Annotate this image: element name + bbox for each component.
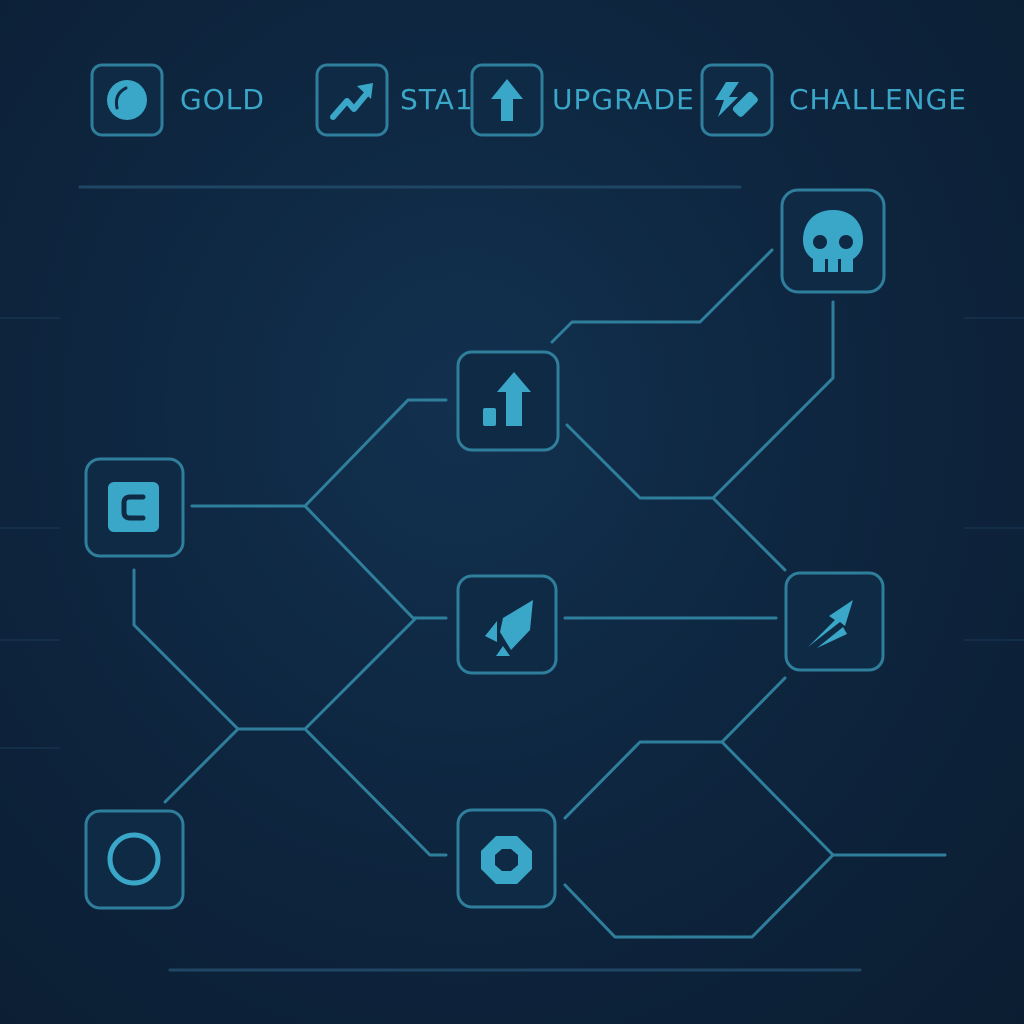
coin-icon: [90, 63, 164, 137]
path-junction-to-ring: [163, 727, 240, 804]
trending-up-icon: [315, 63, 389, 137]
path-c-to-rocket: [303, 504, 448, 620]
path-upgrade-to-boss: [550, 248, 774, 344]
path-merge-to-boss: [711, 300, 835, 500]
legend-label-upgrade: UPGRADE: [552, 83, 695, 116]
path-octagon-upper: [563, 676, 787, 820]
node-boss[interactable]: [780, 188, 886, 294]
path-junction-to-rocket: [303, 616, 418, 731]
arrow-up-icon: [470, 63, 544, 137]
background-grid: [0, 317, 1024, 749]
path-junction-to-octagon: [303, 727, 448, 857]
crossed-blades-icon: [700, 63, 774, 137]
legend-icons: [90, 63, 774, 137]
legend-label-sta1: STA1: [400, 83, 474, 116]
path-upgrade-to-stat: [565, 423, 787, 572]
path-connections: [132, 248, 947, 939]
legend-label-gold: GOLD: [180, 83, 265, 116]
legend-label-challenge: CHALLENGE: [789, 83, 967, 116]
node-stat[interactable]: [784, 571, 885, 672]
node-start-bottom[interactable]: [84, 809, 185, 910]
node-octagon[interactable]: [456, 808, 557, 909]
c-shape-icon: [108, 482, 159, 532]
ring-icon: [107, 832, 161, 886]
path-c-to-upgrade: [190, 398, 448, 508]
path-c-to-junction: [132, 568, 307, 731]
rocket-icon: [485, 600, 533, 656]
skull-icon: [803, 210, 863, 272]
path-octagon-hex: [563, 740, 835, 939]
node-start-left[interactable]: [84, 457, 185, 558]
node-rocket[interactable]: [456, 574, 558, 675]
node-upgrade[interactable]: [456, 350, 560, 452]
upgrade-icon: [483, 372, 531, 426]
trending-up-icon: [808, 600, 853, 648]
